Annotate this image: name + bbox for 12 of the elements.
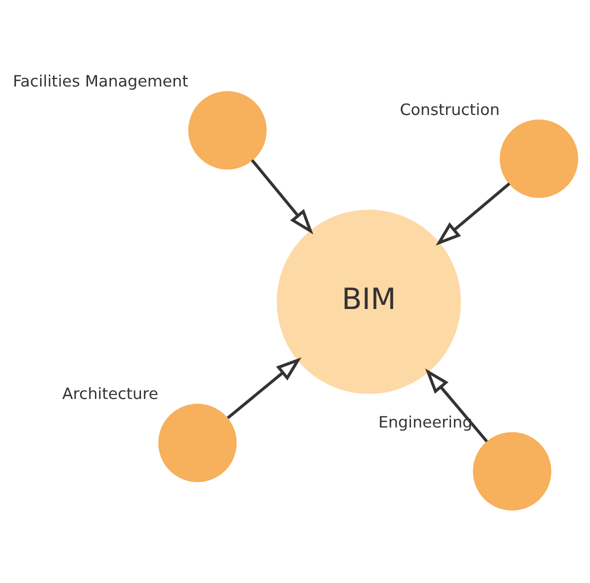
- node-circle: [188, 90, 267, 169]
- node-circle: [500, 119, 578, 198]
- node-label: Facilities Management: [12, 70, 188, 90]
- node-circle: [158, 403, 237, 482]
- node-label: Architecture: [62, 384, 158, 403]
- arrow: [436, 182, 510, 246]
- arrow: [250, 158, 314, 234]
- arrow: [425, 368, 488, 442]
- node-label: Engineering: [378, 412, 472, 432]
- node-label: Construction: [400, 99, 500, 118]
- node-circle: [472, 432, 552, 510]
- arrow: [226, 356, 302, 419]
